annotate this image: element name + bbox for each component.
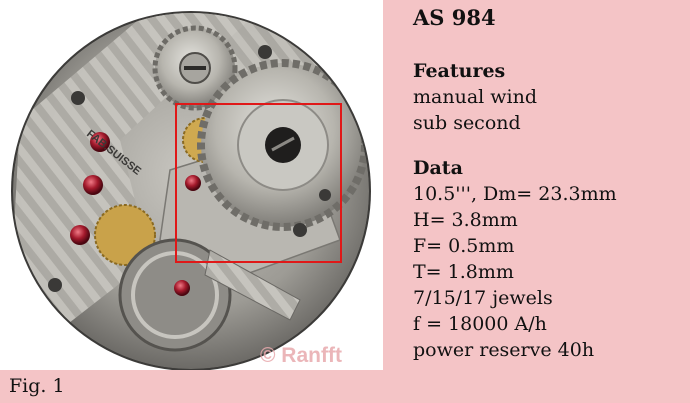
features-section: Features manual wind sub second [413, 58, 683, 136]
data-item-height: H= 3.8mm [413, 209, 518, 231]
data-heading: Data [413, 157, 463, 179]
barrel-bridge [13, 13, 260, 330]
data-item-frequency: f = 18000 A/h [413, 313, 547, 335]
figure-caption: Fig. 1 [9, 375, 65, 397]
jewel-5 [174, 280, 190, 296]
feature-item: manual wind [413, 86, 538, 108]
brass-wheel [94, 204, 156, 266]
jewel-4 [185, 175, 201, 191]
spec-panel: AS 984 Features manual wind sub second D… [413, 6, 683, 382]
movement-title: AS 984 [413, 5, 496, 30]
features-heading: Features [413, 60, 506, 82]
balance-cock [204, 249, 301, 321]
jewel-3 [70, 225, 90, 245]
jewel-1 [90, 132, 110, 152]
feature-item: sub second [413, 112, 521, 134]
movement-photo-panel: FAB.SUISSE © Ranfft [0, 0, 383, 370]
data-item-t: T= 1.8mm [413, 261, 514, 283]
watch-movement-image: FAB.SUISSE © Ranfft [11, 11, 371, 370]
jewel-2 [83, 175, 103, 195]
watermark-text: © Ranfft [260, 344, 342, 367]
data-item-f: F= 0.5mm [413, 235, 515, 257]
highlight-box [175, 103, 342, 263]
data-item-size: 10.5''', Dm= 23.3mm [413, 183, 617, 205]
data-item-power-reserve: power reserve 40h [413, 339, 595, 361]
data-section: Data 10.5''', Dm= 23.3mm H= 3.8mm F= 0.5… [413, 155, 683, 363]
data-item-jewels: 7/15/17 jewels [413, 287, 553, 309]
